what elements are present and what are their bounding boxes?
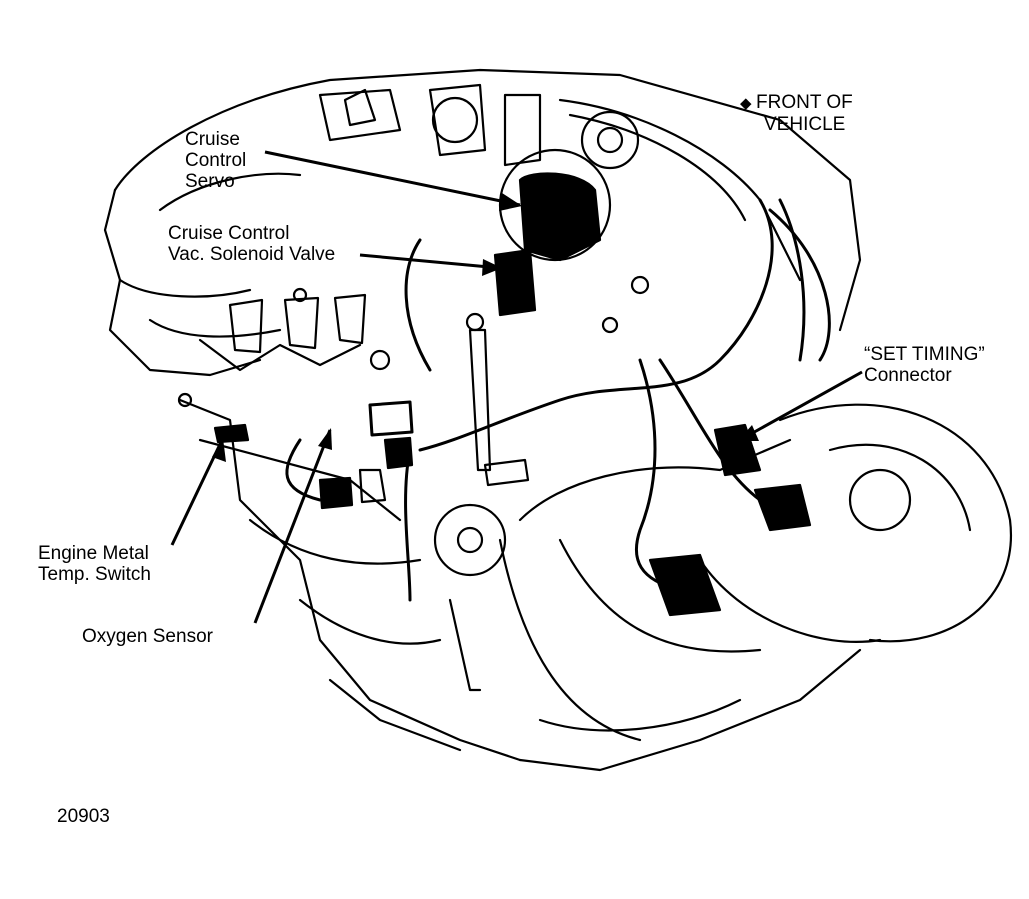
cruise-servo-line-3: Servo (185, 171, 235, 192)
alternator (433, 312, 530, 692)
solenoid-line-2: Vac. Solenoid Valve (168, 244, 336, 265)
arrowhead-set-timing (738, 425, 759, 441)
arrowhead-engine-temp (212, 438, 226, 462)
front-direction-icon: ◆ (740, 95, 752, 112)
figure-number-text: 20903 (57, 806, 110, 827)
oxygen-sensor-label: Oxygen Sensor (82, 626, 213, 647)
leader-line-cruise-servo (264, 150, 521, 207)
arrowhead-cruise-servo (499, 193, 522, 211)
front-of-vehicle-label: ◆FRONT OF VEHICLE (740, 92, 853, 135)
solenoid-line-1: Cruise Control (168, 223, 290, 244)
engine-temp-line-2: Temp. Switch (38, 564, 151, 585)
figure-number: 20903 (57, 806, 110, 827)
engine-metal-temp-switch-label: Engine Metal Temp. Switch (38, 543, 151, 585)
set-timing-line-1: “SET TIMING” (864, 344, 985, 365)
front-text: FRONT OF (756, 92, 853, 113)
wiring-harness (285, 198, 831, 602)
upper-components (318, 83, 802, 282)
callout-arrowheads (212, 193, 759, 462)
cruise-servo-body (493, 148, 612, 317)
leader-line-set-timing (739, 370, 863, 442)
oil-pan (518, 648, 862, 772)
arrowhead-solenoid (482, 259, 502, 276)
front-line-1: ◆FRONT OF (740, 92, 853, 114)
cruise-control-solenoid-label: Cruise Control Vac. Solenoid Valve (168, 223, 335, 265)
front-line-2: VEHICLE (764, 114, 846, 135)
set-timing-connector-label: “SET TIMING” Connector (864, 344, 985, 386)
leader-line-oxygen (253, 429, 332, 624)
arrowhead-oxygen (318, 428, 332, 450)
cruise-servo-line-1: Cruise (185, 129, 240, 150)
set-timing-line-2: Connector (864, 365, 952, 386)
bell-housing (498, 403, 1013, 742)
cruise-servo-line-2: Control (185, 150, 247, 171)
oxygen-sensor-text: Oxygen Sensor (82, 626, 213, 647)
leader-line-solenoid (359, 253, 501, 270)
engine-block (178, 398, 522, 762)
engine-temp-line-1: Engine Metal (38, 543, 149, 564)
cruise-control-servo-label: Cruise Control Servo (185, 129, 246, 192)
left-valve-cover (103, 68, 862, 377)
